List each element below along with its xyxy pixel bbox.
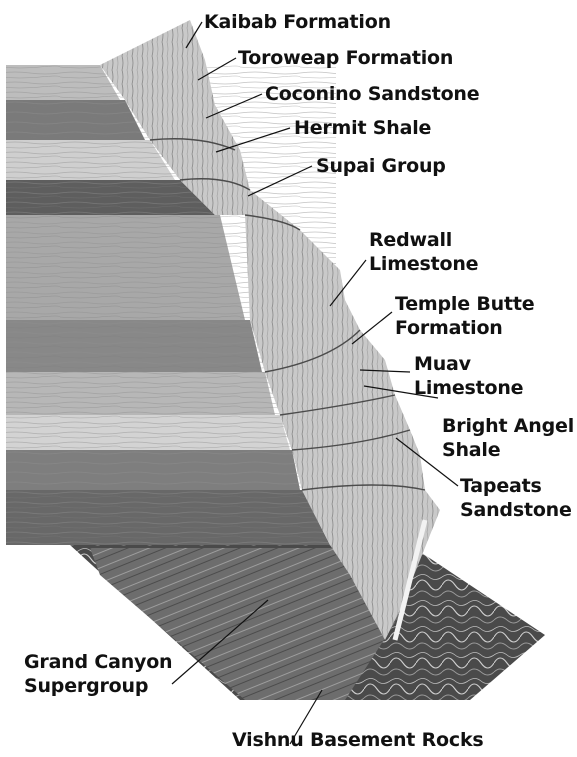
label-toroweap: Toroweap Formation xyxy=(238,46,453,70)
label-vishnu: Vishnu Basement Rocks xyxy=(232,728,483,752)
leader-hermit xyxy=(216,128,290,152)
leader-supai xyxy=(248,166,312,196)
leader-temple-butte xyxy=(352,312,392,344)
leader-toroweap xyxy=(198,58,236,80)
leader-redwall xyxy=(330,260,366,306)
leader-muav xyxy=(360,370,410,372)
leader-kaibab xyxy=(186,22,202,48)
label-muav: Muav Limestone xyxy=(414,352,523,400)
leader-coconino xyxy=(206,94,262,118)
label-tapeats: Tapeats Sandstone xyxy=(460,474,572,522)
leader-supergroup xyxy=(172,600,268,684)
label-grand-canyon-supergroup: Grand Canyon Supergroup xyxy=(24,650,172,698)
label-supai: Supai Group xyxy=(316,154,446,178)
label-bright-angel: Bright Angel Shale xyxy=(442,414,574,462)
label-kaibab: Kaibab Formation xyxy=(204,10,391,34)
label-coconino: Coconino Sandstone xyxy=(265,82,479,106)
label-hermit: Hermit Shale xyxy=(294,116,431,140)
label-temple-butte: Temple Butte Formation xyxy=(395,292,534,340)
label-redwall: Redwall Limestone xyxy=(369,228,478,276)
